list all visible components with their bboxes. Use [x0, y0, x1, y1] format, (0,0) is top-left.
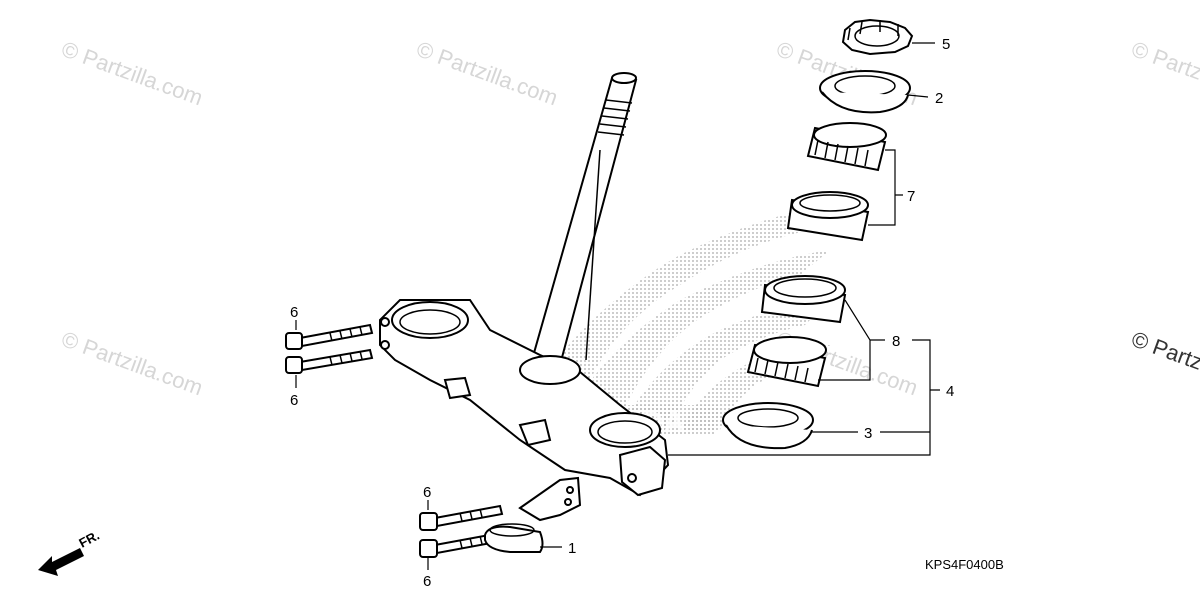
callout-7: 7 [907, 188, 915, 205]
callout-3: 3 [864, 425, 872, 442]
callout-2: 2 [935, 90, 943, 107]
dust-seal-upper [819, 70, 911, 114]
front-direction-arrow-icon: FR. [38, 528, 102, 576]
bolt-lower-left [285, 348, 374, 374]
upper-tapered-roller-bearing [806, 122, 887, 172]
stem-triple-clamp [379, 299, 670, 497]
watermark: © Partzilla.com [58, 326, 206, 400]
watermark: © Partzilla.com [413, 36, 561, 110]
callout-6-bottom-left: 6 [290, 392, 298, 409]
upper-bearing-race [786, 191, 870, 242]
watermark: © Partzilla.com [1128, 36, 1200, 110]
bolt-upper-left [285, 323, 374, 350]
callout-1: 1 [568, 540, 576, 557]
callout-6-clamp-bottom: 6 [423, 573, 431, 590]
dust-seal-lower [722, 402, 814, 450]
callout-6-top-left: 6 [290, 304, 298, 321]
callout-5: 5 [942, 36, 950, 53]
callout-labels: 5 2 7 8 4 3 1 6 6 6 6 [290, 36, 954, 590]
hose-clamp-bracket [484, 476, 582, 553]
watermark-edge: © Partz [1128, 326, 1200, 375]
lower-tapered-roller-bearing [746, 336, 827, 388]
bolt-clamp-upper [419, 504, 504, 531]
lower-bearing-race [760, 275, 847, 324]
diagram-code: KPS4F0400B [925, 557, 1004, 572]
watermark: © Partzilla.com [58, 36, 206, 110]
front-indicator-label: FR. [76, 528, 102, 551]
callout-8: 8 [892, 333, 900, 350]
steering-lock-nut [841, 18, 914, 56]
leader-lines [295, 42, 940, 570]
callout-4: 4 [946, 383, 954, 400]
callout-6-clamp-top: 6 [423, 484, 431, 501]
